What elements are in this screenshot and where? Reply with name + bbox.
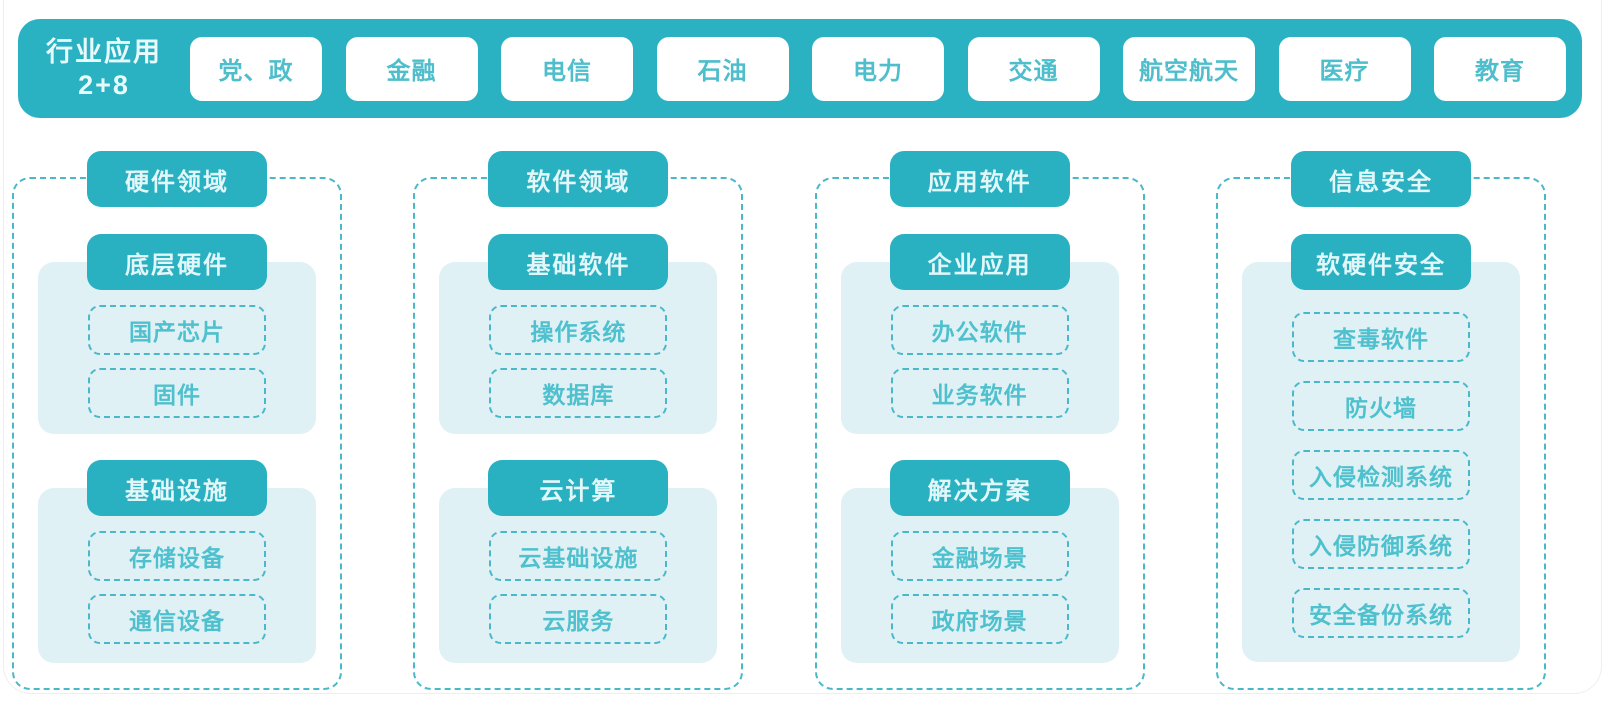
item-node: 政府场景: [890, 594, 1069, 644]
item-node: 通信设备: [88, 594, 266, 644]
item-node: 存储设备: [88, 531, 266, 581]
item-node: 操作系统: [489, 305, 668, 355]
group-title-pill: 底层硬件: [87, 234, 267, 290]
industry-pill-transport: 交通: [967, 36, 1100, 101]
group-basic-software: 基础软件 操作系统 数据库: [439, 234, 718, 434]
industry-application-bar: 行业应用 2+8 党、政 金融 电信 石油 电力 交通 航空航天 医疗 教育: [18, 19, 1582, 118]
industry-pill-oil: 石油: [656, 36, 789, 101]
item-node: 办公软件: [890, 305, 1069, 355]
group-title-pill: 企业应用: [889, 234, 1070, 290]
industry-pill-aerospace: 航空航天: [1123, 36, 1255, 101]
group-panel: 办公软件 业务软件: [840, 262, 1119, 434]
column-software: 软件领域 基础软件 操作系统 数据库 云计算 云基础设施 云服务: [413, 151, 744, 690]
item-node: 入侵防御系统: [1291, 519, 1470, 569]
group-software-hardware-security: 软硬件安全 查毒软件 防火墙 入侵检测系统 入侵防御系统 安全备份系统: [1241, 234, 1520, 662]
group-title-pill: 基础软件: [488, 234, 669, 290]
column-title-pill: 软件领域: [488, 151, 669, 207]
industry-pill-education: 教育: [1434, 36, 1566, 101]
group-infrastructure: 基础设施 存储设备 通信设备: [38, 460, 316, 663]
industry-bar-title-line2: 2+8: [78, 69, 130, 100]
industry-bar-title: 行业应用 2+8: [18, 36, 190, 102]
item-node: 云基础设施: [489, 531, 668, 581]
group-enterprise-application: 企业应用 办公软件 业务软件: [840, 234, 1119, 434]
industry-pill-finance: 金融: [345, 36, 478, 101]
group-solutions: 解决方案 金融场景 政府场景: [840, 460, 1119, 663]
item-node: 业务软件: [890, 368, 1069, 418]
group-title-pill: 基础设施: [87, 460, 267, 516]
group-title-pill: 软硬件安全: [1290, 234, 1471, 290]
group-cloud-computing: 云计算 云基础设施 云服务: [439, 460, 718, 663]
group-panel: 云基础设施 云服务: [439, 488, 718, 663]
item-node: 查毒软件: [1291, 312, 1470, 362]
industry-pill-party-gov: 党、政: [190, 36, 322, 101]
industry-bar-title-line1: 行业应用: [46, 36, 162, 67]
column-application-software: 应用软件 企业应用 办公软件 业务软件 解决方案 金融场景 政府场景: [814, 151, 1145, 690]
item-node: 云服务: [489, 594, 668, 644]
industry-pill-row: 党、政 金融 电信 石油 电力 交通 航空航天 医疗 教育: [190, 36, 1566, 101]
column-title-pill: 硬件领域: [87, 151, 267, 207]
group-panel: 存储设备 通信设备: [38, 488, 316, 663]
column-hardware: 硬件领域 底层硬件 国产芯片 固件 基础设施 存储设备 通信设备: [12, 151, 342, 690]
item-node: 国产芯片: [88, 305, 266, 355]
item-node: 数据库: [489, 368, 668, 418]
group-panel: 查毒软件 防火墙 入侵检测系统 入侵防御系统 安全备份系统: [1241, 262, 1520, 662]
column-information-security: 信息安全 软硬件安全 查毒软件 防火墙 入侵检测系统 入侵防御系统 安全备份系统: [1215, 151, 1546, 690]
column-title-pill: 信息安全: [1290, 151, 1471, 207]
item-node: 固件: [88, 368, 266, 418]
item-node: 安全备份系统: [1291, 588, 1470, 638]
industry-pill-medical: 医疗: [1278, 36, 1411, 101]
group-panel: 金融场景 政府场景: [840, 488, 1119, 663]
item-node: 金融场景: [890, 531, 1069, 581]
group-panel: 操作系统 数据库: [439, 262, 718, 434]
group-underlying-hardware: 底层硬件 国产芯片 固件: [38, 234, 316, 434]
industry-pill-power: 电力: [812, 36, 944, 101]
column-title-pill: 应用软件: [889, 151, 1070, 207]
group-title-pill: 云计算: [488, 460, 669, 516]
industry-pill-telecom: 电信: [501, 36, 633, 101]
group-panel: 国产芯片 固件: [38, 262, 316, 434]
item-node: 防火墙: [1291, 381, 1470, 431]
group-title-pill: 解决方案: [889, 460, 1070, 516]
item-node: 入侵检测系统: [1291, 450, 1470, 500]
domain-columns: 硬件领域 底层硬件 国产芯片 固件 基础设施 存储设备 通信设备 软件领域 基础…: [12, 151, 1546, 690]
